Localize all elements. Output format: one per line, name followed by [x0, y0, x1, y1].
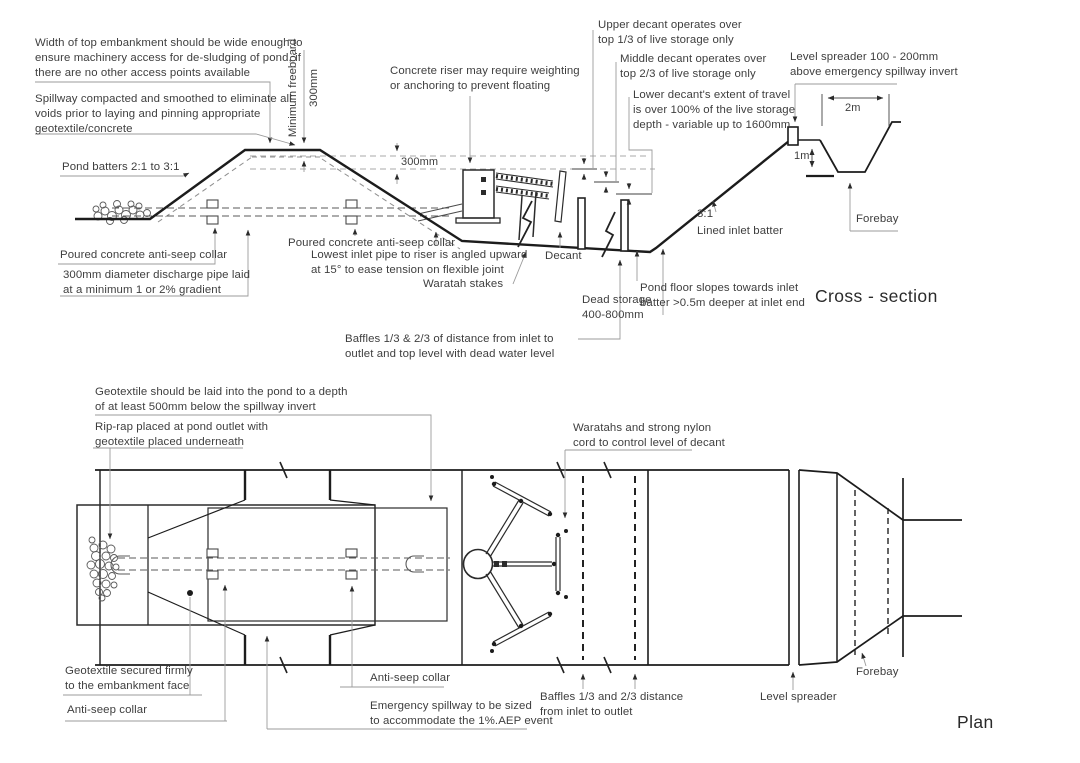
anti-seep-collar-note-2: Poured concrete anti-seep collar	[288, 237, 456, 249]
plan-pipe	[110, 555, 450, 575]
lined-inlet-batter-label: Lined inlet batter	[697, 225, 784, 237]
decant-level-arrows	[581, 158, 632, 205]
width-note: Width of top embankment should be wide e…	[35, 37, 303, 80]
forebay-plan-lines	[854, 490, 889, 655]
dim-2m: 2m	[845, 102, 861, 114]
plan-spillway-cuts	[147, 470, 376, 665]
dim-1m: 1m	[794, 150, 810, 162]
discharge-pipe-note: 300mm diameter discharge pipe laid at a …	[63, 269, 251, 297]
leader-dot	[187, 590, 193, 596]
riser-note: Concrete riser may require weighting or …	[390, 65, 580, 93]
decant-assembly-plan	[462, 475, 568, 653]
waratah-stakes-label: Waratah stakes	[423, 278, 504, 290]
embankment-profile	[75, 140, 790, 254]
leaders-section	[35, 30, 898, 340]
spillway-note: Spillway compacted and smoothed to elimi…	[35, 93, 292, 136]
riprap-note: Rip-rap placed at pond outlet with geote…	[95, 421, 269, 449]
geotextile-depth-note: Geotextile should be laid into the pond …	[95, 386, 348, 414]
lowest-inlet-pipe	[417, 203, 463, 222]
baffles-note-plan: Baffles 1/3 and 2/3 distance from inlet …	[540, 691, 684, 719]
baffles-note-section: Baffles 1/3 & 2/3 of distance from inlet…	[345, 333, 555, 361]
lowest-inlet-note: Lowest inlet pipe to riser is angled upw…	[311, 249, 528, 277]
waratahs-note: Waratahs and strong nylon cord to contro…	[573, 422, 725, 450]
riprap-plan	[86, 536, 120, 602]
waratah-ticks-plan	[279, 461, 612, 674]
decant-level-marks	[572, 168, 652, 195]
discharge-pipe-dashed	[112, 207, 452, 217]
dim-300mm-slope: 300mm	[401, 156, 439, 168]
level-spreader-plan-label: Level spreader	[760, 691, 837, 703]
lower-decant-note: Lower decant's extent of travel is over …	[633, 89, 796, 132]
pond-floor-note: Pond floor slopes towards inlet batter >…	[640, 282, 805, 310]
forebay-detail	[798, 121, 901, 178]
level-spreader-note: Level spreader 100 - 200mm above emergen…	[790, 51, 958, 79]
plan-title: Plan	[957, 712, 994, 732]
plan-outline	[95, 469, 962, 666]
min-freeboard-value: 300mm	[308, 69, 320, 107]
forebay-plan-label: Forebay	[856, 666, 899, 678]
upper-decant-note: Upper decant operates over top 1/3 of li…	[598, 19, 742, 47]
anti-seep-collars-section	[206, 199, 358, 225]
pond-batters-note: Pond batters 2:1 to 3:1	[62, 161, 180, 173]
emergency-spillway-note: Emergency spillway to be sized to accomm…	[370, 700, 553, 728]
forebay-section-label: Forebay	[856, 213, 899, 225]
anti-seep-collars-plan	[206, 548, 358, 580]
anti-seep-collar-note-1: Poured concrete anti-seep collar	[60, 249, 228, 261]
geotextile-secured-note: Geotextile secured firmly to the embankm…	[65, 665, 193, 693]
decant-label: Decant	[545, 250, 582, 262]
break-symbols	[517, 200, 616, 258]
level-spreader-plan	[788, 470, 800, 665]
min-freeboard-label: Minimum freeboard	[287, 38, 299, 138]
anti-seep-collar-plan-1: Anti-seep collar	[67, 704, 148, 716]
decant-arms-section	[495, 172, 554, 200]
forebay-dimensions	[809, 94, 890, 168]
leaders-plan	[63, 414, 867, 730]
riprap-section	[92, 200, 151, 225]
anti-seep-collar-plan-2: Anti-seep collar	[370, 672, 451, 684]
water-level-dashed-lines	[250, 155, 655, 170]
cross-section-title: Cross - section	[815, 286, 938, 306]
decant-board	[554, 170, 567, 223]
concrete-riser	[455, 169, 501, 224]
plan-embankment	[76, 504, 448, 626]
batter-ratio-label: 3:1	[697, 208, 714, 220]
dead-storage-label: Dead storage 400-800mm	[582, 294, 652, 322]
level-spreader-detail	[787, 126, 799, 146]
middle-decant-note: Middle decant operates over top 2/3 of l…	[620, 53, 767, 81]
baffles-section	[577, 197, 629, 252]
waratah-stakes-section	[518, 191, 537, 241]
baffles-plan	[582, 476, 636, 660]
